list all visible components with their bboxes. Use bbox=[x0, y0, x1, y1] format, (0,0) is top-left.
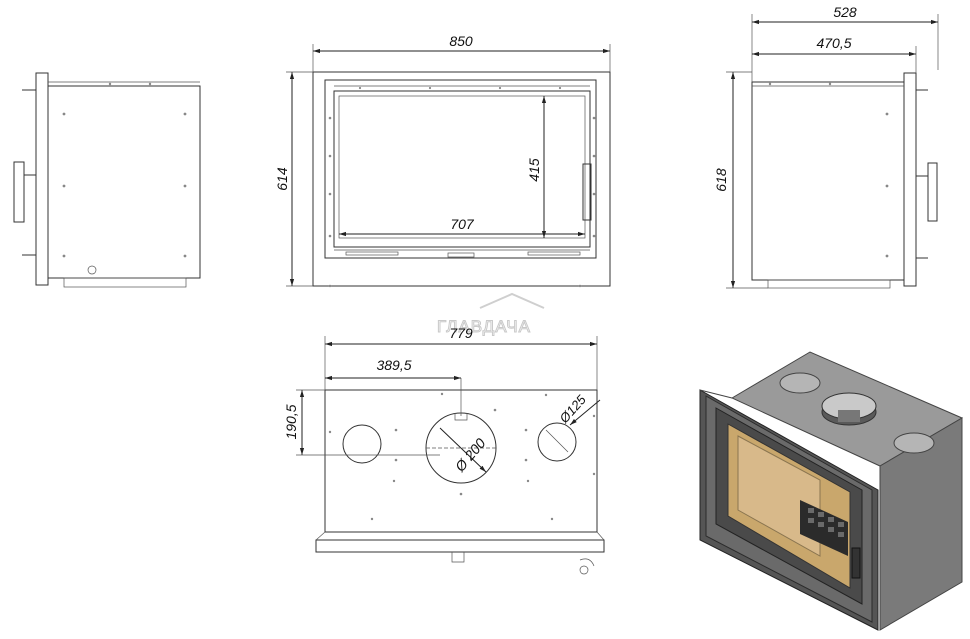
door-handle bbox=[582, 163, 592, 221]
label-top-width: 779 bbox=[449, 325, 473, 341]
dim-side-body: 470,5 bbox=[752, 35, 917, 73]
left-side-view bbox=[13, 72, 201, 288]
door-handle-3d bbox=[851, 547, 861, 579]
label-glass-height: 415 bbox=[526, 158, 542, 182]
dim-top-center: 389,5 bbox=[325, 357, 461, 381]
label-front-height: 614 bbox=[274, 167, 290, 191]
dim-top-width: 779 bbox=[324, 325, 598, 390]
watermark-text: ГЛАВДАЧА bbox=[437, 317, 531, 336]
label-side-body: 470,5 bbox=[816, 35, 851, 51]
dim-front-width: 850 bbox=[312, 33, 611, 72]
label-top-center: 389,5 bbox=[376, 357, 411, 373]
fireplace-3d-render bbox=[699, 351, 964, 631]
label-glass-width: 707 bbox=[450, 216, 475, 232]
top-view bbox=[315, 378, 605, 575]
dim-glass-width: 707 bbox=[339, 216, 585, 237]
dim-side-height: 618 bbox=[713, 71, 768, 289]
dim-front-height: 614 bbox=[274, 71, 313, 287]
dim-top-front: 190,5 bbox=[283, 389, 440, 456]
label-top-front: 190,5 bbox=[283, 404, 299, 439]
right-side-view bbox=[751, 72, 938, 289]
glass-panel bbox=[338, 95, 586, 239]
label-front-width: 850 bbox=[449, 33, 473, 49]
front-view bbox=[312, 71, 611, 288]
firebox bbox=[737, 435, 821, 557]
right-air-opening bbox=[537, 422, 577, 462]
watermark: ГЛАВДАЧА bbox=[437, 292, 545, 337]
front-outer-frame bbox=[312, 71, 611, 287]
side-surface bbox=[879, 417, 963, 631]
label-side-flue: Ø125 bbox=[556, 392, 590, 427]
dim-glass-height: 415 bbox=[526, 96, 547, 238]
label-side-total: 528 bbox=[833, 4, 857, 20]
front-inner-frame bbox=[324, 79, 597, 259]
label-side-height: 618 bbox=[713, 168, 729, 192]
left-air-opening bbox=[342, 424, 382, 464]
dim-side-total: 528 bbox=[751, 4, 939, 82]
